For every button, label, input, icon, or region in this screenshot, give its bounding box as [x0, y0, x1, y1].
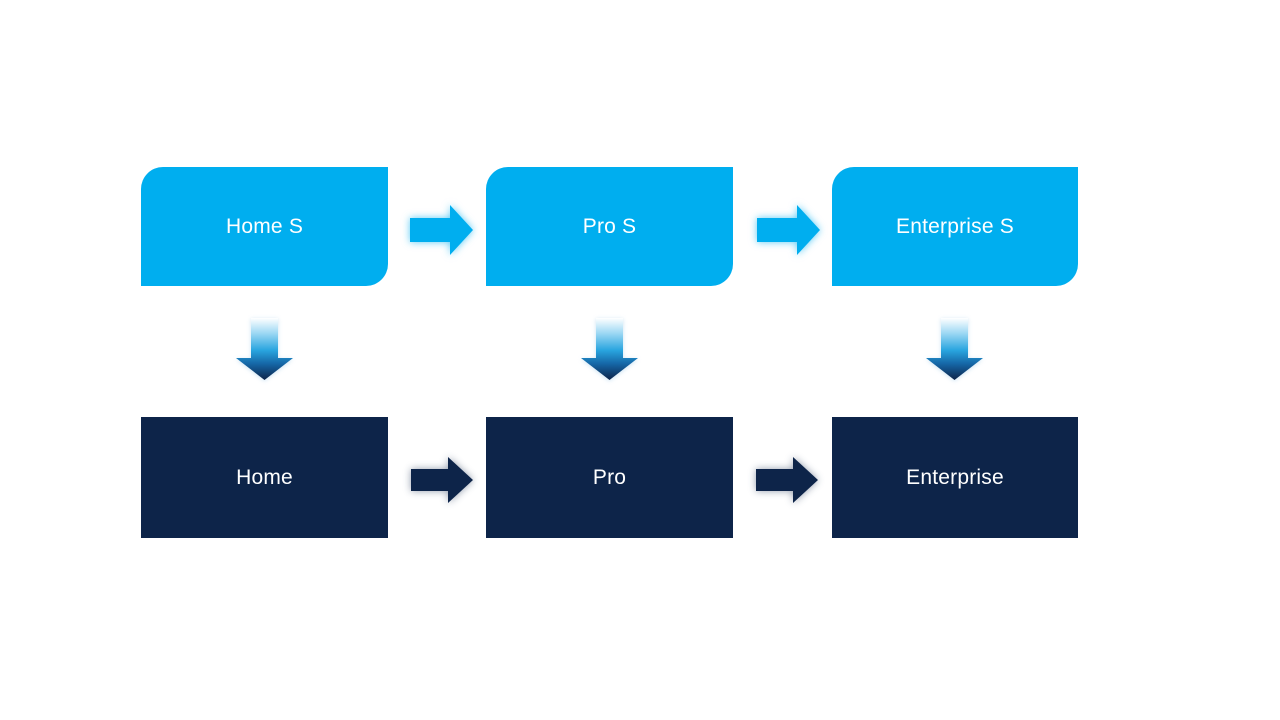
node-label: Enterprise S — [896, 214, 1014, 238]
right-arrow-icon — [756, 457, 818, 503]
node-label: Home — [236, 465, 293, 489]
down-arrow-icon — [926, 318, 983, 380]
node-home: Home — [141, 417, 388, 538]
right-arrow-icon — [410, 205, 473, 255]
right-arrow-icon — [757, 205, 820, 255]
node-pro: Pro — [486, 417, 733, 538]
node-label: Pro — [592, 465, 627, 489]
node-label: Enterprise — [906, 465, 1004, 489]
node-enterprise: Enterprise — [832, 417, 1078, 538]
node-enterprise-s: Enterprise S — [832, 167, 1078, 286]
node-label: Pro S — [582, 214, 637, 238]
right-arrow-icon — [411, 457, 473, 503]
node-pro-s: Pro S — [486, 167, 733, 286]
node-label: Home S — [225, 214, 304, 238]
node-home-s: Home S — [141, 167, 388, 286]
down-arrow-icon — [581, 318, 638, 380]
down-arrow-icon — [236, 318, 293, 380]
